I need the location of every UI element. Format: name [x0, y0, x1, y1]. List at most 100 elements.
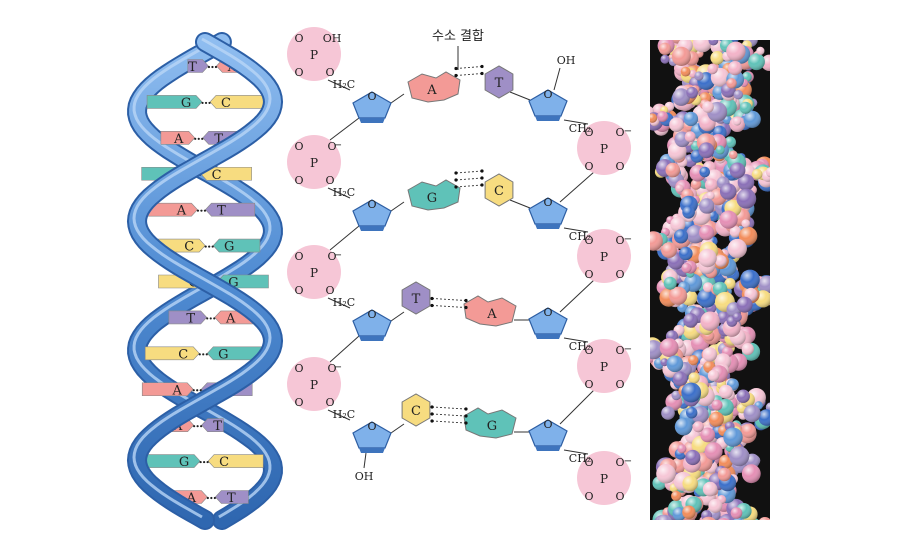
hbond-dot — [430, 303, 434, 308]
charge-label: − — [334, 250, 342, 261]
bond — [563, 337, 589, 343]
atom-shade — [708, 40, 719, 46]
hydrogen-bond — [431, 305, 467, 308]
atom-shade — [656, 463, 676, 484]
bond — [390, 311, 405, 322]
atom-shade — [681, 262, 692, 274]
base-T — [205, 202, 256, 217]
hbond-dot — [480, 169, 484, 173]
oxygen-label: O — [615, 490, 624, 503]
oxygen-label: O — [294, 140, 303, 153]
atom-shade — [688, 355, 699, 366]
atom-shade — [706, 191, 715, 200]
phosphorus-label: P — [600, 142, 608, 156]
base-letter: T — [186, 311, 195, 326]
atom-shade — [673, 40, 684, 42]
space-filling-model — [650, 40, 770, 533]
base-T — [187, 59, 209, 73]
bond — [509, 199, 531, 209]
base-letter: C — [212, 168, 222, 183]
atom-shade — [669, 117, 684, 132]
atom-shade — [683, 111, 699, 127]
base-letter: G — [427, 191, 437, 206]
ring-oxygen-label: O — [543, 418, 552, 431]
base-T — [214, 490, 249, 504]
base-T — [168, 310, 208, 325]
bond — [327, 79, 351, 91]
hydrogen-bond-callout: 수소 결합 — [432, 29, 484, 70]
atom-sphere — [718, 518, 730, 520]
atom-shade — [692, 40, 712, 53]
atom-shade — [724, 278, 736, 290]
oxygen-label: O — [615, 378, 624, 391]
oxygen-label: O — [615, 344, 624, 357]
hbond-dot — [430, 405, 434, 409]
base-ring — [484, 173, 514, 207]
atom-shade — [677, 444, 687, 454]
atom-shade — [758, 409, 770, 426]
charge-label: − — [624, 344, 632, 355]
atom-shade — [650, 231, 663, 251]
hbond-dot — [198, 353, 201, 356]
bond — [329, 117, 360, 141]
atom-shade — [690, 40, 698, 41]
base-letter: C — [411, 404, 421, 419]
hbond-dot — [201, 101, 204, 105]
oxygen-label: O — [615, 268, 624, 281]
atom-shade — [692, 522, 703, 533]
base-letter: G — [181, 96, 191, 111]
base-ring-double — [463, 295, 517, 327]
oh-label: OH — [557, 54, 576, 67]
hbond-dot — [480, 176, 484, 180]
oxygen-label: O — [584, 456, 593, 469]
hydrogen-bond — [455, 66, 483, 69]
base-letter: G — [224, 240, 234, 255]
atom-shade — [727, 238, 747, 259]
atom-sphere — [673, 40, 684, 42]
atom-shade — [741, 423, 757, 439]
atom-shade — [748, 518, 759, 520]
hbond-dot — [210, 496, 213, 500]
atom-shade — [699, 225, 715, 241]
phosphorus-label: P — [310, 48, 318, 62]
phosphate-circle — [577, 451, 631, 505]
bond — [563, 119, 589, 125]
atom-shade — [732, 117, 742, 126]
hbond-dot — [464, 407, 468, 411]
charge-label: − — [334, 362, 342, 373]
atom-shade — [738, 226, 758, 246]
sugar-right-edge — [535, 334, 561, 339]
base-letter: T — [227, 491, 236, 506]
atom-shade — [657, 514, 672, 520]
ch2-label: CH₂ — [569, 452, 591, 465]
base-letter: T — [213, 419, 222, 434]
hbond-dot — [201, 137, 204, 140]
oxygen-label: O — [294, 174, 303, 187]
atom-shade — [659, 338, 679, 357]
base-letter: C — [221, 96, 231, 111]
hydrogen-bond — [431, 406, 467, 410]
atom-sphere — [748, 518, 759, 520]
atom-shade — [690, 179, 702, 190]
hbond-dot — [196, 389, 199, 392]
base-letter: T — [495, 76, 504, 91]
hbond-dot — [203, 460, 206, 464]
atom-sphere — [750, 521, 759, 530]
atom-shade — [674, 417, 693, 436]
oxygen-label: O — [294, 250, 303, 263]
atom-sphere — [692, 40, 697, 41]
charge-label: − — [624, 234, 632, 245]
atom-shade — [748, 53, 765, 71]
bond — [563, 449, 589, 455]
hbond-dot — [454, 178, 458, 182]
hbond-dot — [454, 185, 458, 189]
atom-shade — [672, 88, 690, 106]
atom-shade — [733, 90, 743, 100]
base-letter: T — [188, 60, 197, 75]
atom-shade — [704, 442, 723, 461]
oxygen-label: O — [584, 234, 593, 247]
atom-shade — [719, 183, 737, 200]
atom-shade — [675, 184, 684, 193]
atom-shade — [739, 101, 752, 114]
